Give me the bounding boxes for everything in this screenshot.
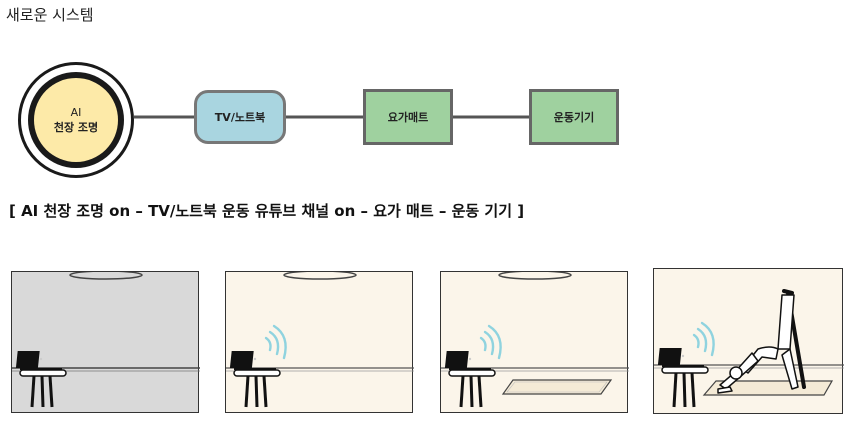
scene-exercise-drawing xyxy=(654,289,844,408)
wifi-signal-icon xyxy=(264,324,287,360)
scene-strip xyxy=(0,262,851,422)
wifi-signal-icon xyxy=(692,321,715,357)
exercise-equipment-node: 운동기기 xyxy=(529,89,619,145)
laptop-icon xyxy=(444,351,491,370)
laptop-icon xyxy=(229,351,276,370)
scene-mat-drawing xyxy=(441,272,629,408)
laptop-icon xyxy=(657,348,704,367)
scene-mat xyxy=(440,271,629,413)
side-table-icon xyxy=(233,369,281,408)
laptop-icon xyxy=(15,351,62,370)
yoga-mat-icon xyxy=(702,380,834,396)
ai-node-label-2: 천장 조명 xyxy=(53,121,99,134)
side-table-icon xyxy=(448,369,496,408)
scene-laptop-on xyxy=(225,271,414,413)
ai-ceiling-light-node: AI 천장 조명 xyxy=(18,62,134,178)
flow-caption: [ AI 천장 조명 on – TV/노트북 운동 유튜브 채널 on – 요가… xyxy=(9,202,525,220)
scene-dark xyxy=(11,271,200,413)
scene-laptop-drawing xyxy=(226,272,414,408)
side-table-icon xyxy=(661,366,709,408)
yoga-mat-node: 요가매트 xyxy=(363,89,453,145)
ceiling-light-icon xyxy=(498,272,572,280)
wifi-signal-icon xyxy=(479,324,502,360)
yoga-node-label: 요가매트 xyxy=(387,111,429,124)
ceiling-light-icon xyxy=(283,272,357,280)
side-table-icon xyxy=(19,369,67,408)
tv-laptop-node: TV/노트북 xyxy=(194,90,286,144)
flow-connectors xyxy=(134,115,529,119)
gym-node-label: 운동기기 xyxy=(553,111,595,124)
scene-dark-drawing xyxy=(12,272,200,408)
tv-node-label: TV/노트북 xyxy=(214,111,266,124)
ceiling-light-icon xyxy=(69,272,143,280)
page-title: 새로운 시스템 xyxy=(6,6,94,24)
yoga-mat-icon xyxy=(501,379,613,395)
flow-diagram: AI 천장 조명 TV/노트북 요가매트 운동기기 xyxy=(0,0,851,180)
ai-node-label-1: AI xyxy=(70,106,82,119)
person-exercising-icon xyxy=(717,294,799,394)
scene-exercise xyxy=(653,268,844,414)
